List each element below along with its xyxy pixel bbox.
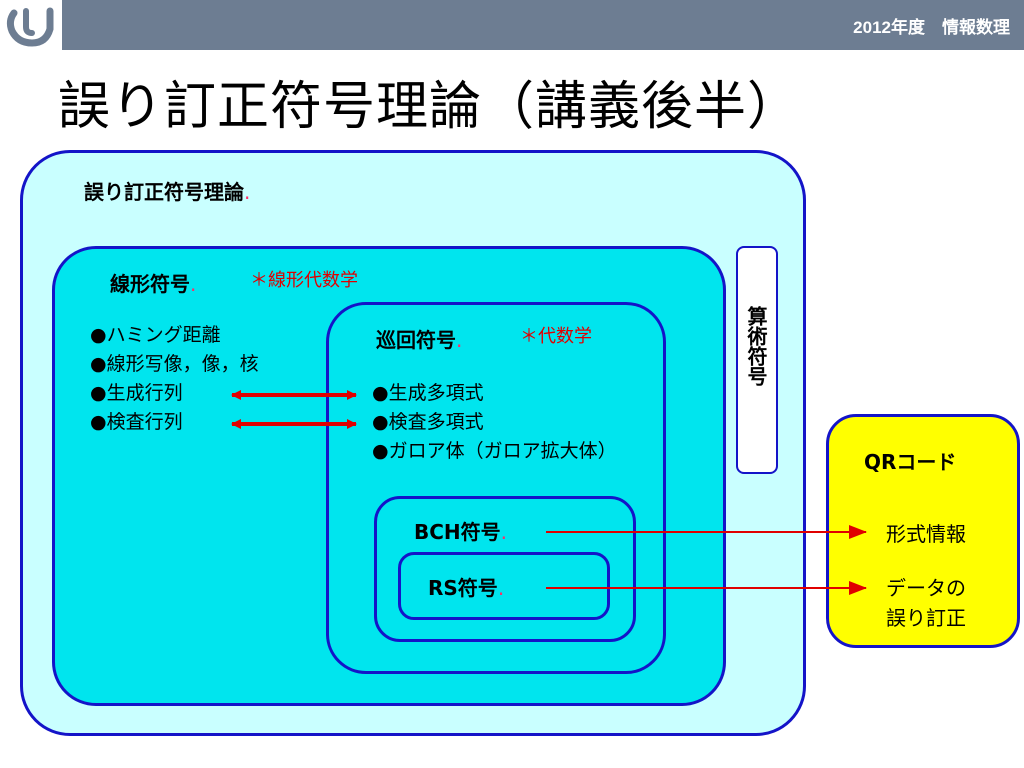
outer-label: 誤り訂正符号理論. bbox=[84, 180, 251, 204]
course-title: 2012年度 情報数理 bbox=[853, 18, 1010, 37]
list-item: ●線形写像，像，核 bbox=[90, 353, 259, 375]
algebra-note: ＊代数学 bbox=[520, 326, 592, 347]
format-info-label: 形式情報 bbox=[886, 522, 966, 546]
cyclic-code-label: 巡回符号. bbox=[376, 328, 463, 352]
linear-code-label: 線形符号. bbox=[110, 272, 197, 296]
page-title: 誤り訂正符号理論（講義後半） bbox=[58, 77, 801, 137]
header-bar: 2012年度 情報数理 bbox=[0, 0, 1024, 50]
rs-code-region bbox=[398, 552, 610, 620]
list-item: ●検査多項式 bbox=[372, 411, 484, 433]
arithmetic-code-label: 算術符号 bbox=[744, 306, 768, 386]
list-item: ●ガロア体（ガロア拡大体） bbox=[372, 440, 617, 462]
data-label-line1: データの bbox=[886, 576, 966, 600]
university-logo-icon bbox=[6, 7, 54, 47]
list-item: ●検査行列 bbox=[90, 411, 183, 433]
list-item: ●生成行列 bbox=[90, 382, 183, 404]
linear-algebra-note: ＊線形代数学 bbox=[250, 270, 358, 291]
list-item: ●ハミング距離 bbox=[90, 324, 221, 346]
list-item: ●生成多項式 bbox=[372, 382, 484, 404]
bch-code-label: BCH符号. bbox=[414, 520, 508, 544]
rs-code-label: RS符号. bbox=[428, 576, 505, 600]
qr-code-label: QRコード bbox=[864, 450, 957, 474]
data-label-line2: 誤り訂正 bbox=[886, 606, 966, 630]
logo-area bbox=[0, 0, 62, 50]
arithmetic-code-box bbox=[736, 246, 778, 474]
